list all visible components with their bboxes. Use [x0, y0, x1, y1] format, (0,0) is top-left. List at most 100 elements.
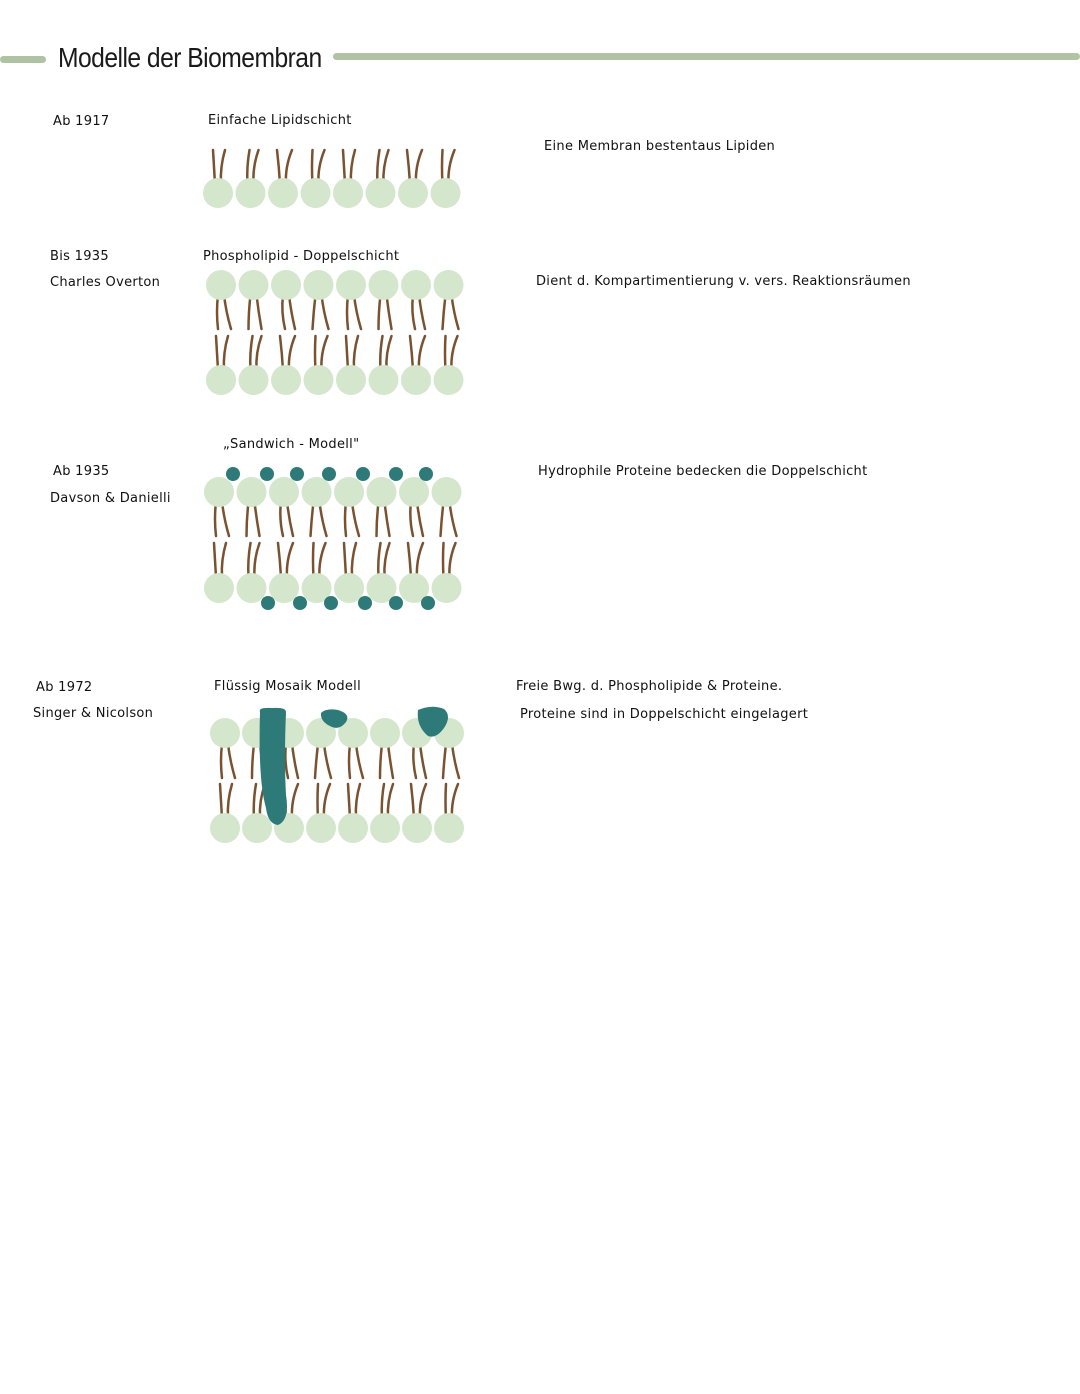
phospholipid-head: [433, 365, 464, 395]
lipid-tail: [311, 541, 315, 579]
title-accent-bar-right: [333, 53, 1080, 60]
lipid-tail: [352, 293, 363, 331]
lipid-tail: [417, 334, 427, 372]
phospholipid-head: [336, 270, 366, 300]
lipid-tail: [212, 541, 218, 579]
lipid-tail: [253, 500, 261, 538]
phospholipid-head: [206, 270, 236, 300]
phospholipid-head: [210, 813, 240, 843]
model-name: „Sandwich - Modell": [223, 437, 360, 452]
lipid-tail: [287, 334, 297, 372]
lipid-tail: [222, 293, 233, 331]
lipid-tail: [441, 742, 448, 780]
lipid-tail: [409, 782, 416, 820]
phospholipid-head: [238, 270, 269, 300]
phospholipid-head: [431, 573, 462, 603]
phospholipid-head: [333, 178, 363, 208]
phospholipid-head: [303, 270, 334, 300]
phospholipid-head: [301, 477, 332, 507]
phospholipid-head: [204, 477, 234, 507]
lipid-tail: [245, 500, 250, 538]
phospholipid-head: [398, 178, 428, 208]
lipid-tail: [220, 500, 231, 538]
phospholipid-head: [210, 718, 240, 748]
phospholipid-head: [430, 178, 461, 208]
lipid-tail: [448, 541, 457, 579]
lipid-tail: [247, 293, 252, 331]
lipid-tail: [255, 293, 263, 331]
lipid-tail: [450, 742, 461, 780]
model-name: Phospholipid - Doppelschicht: [203, 249, 400, 264]
phospholipid-head: [238, 365, 269, 395]
lipid-tail: [285, 500, 295, 538]
peripheral-protein: [419, 467, 433, 481]
peripheral-protein: [324, 596, 338, 610]
phospholipid-head: [366, 477, 397, 507]
phospholipid-head: [334, 573, 364, 603]
phospholipid-head: [242, 813, 272, 843]
lipid-tail: [276, 541, 283, 579]
single-lipid-layer-diagram: [198, 142, 468, 212]
peripheral-protein: [260, 467, 274, 481]
peripheral-protein: [358, 596, 372, 610]
lipid-tail: [284, 742, 290, 780]
model-name: Einfache Lipidschicht: [208, 113, 352, 128]
phospholipid-head: [271, 270, 301, 300]
peripheral-protein: [322, 467, 336, 481]
sandwich-model-diagram: [198, 460, 473, 620]
phospholipid-head: [306, 813, 336, 843]
phospholipid-head: [368, 365, 399, 395]
lipid-tail: [344, 334, 350, 372]
lipid-tail: [354, 742, 365, 780]
lipid-tail: [214, 334, 220, 372]
lipid-tail: [226, 742, 237, 780]
lipid-tail: [320, 293, 330, 331]
lipid-tail: [322, 782, 332, 820]
lipid-tail: [375, 500, 380, 538]
lipid-tail: [417, 293, 427, 331]
phospholipid-head: [402, 813, 432, 843]
lipid-tail: [285, 541, 295, 579]
lipid-tail: [379, 334, 384, 372]
phospholipid-head: [334, 477, 364, 507]
lipid-tail: [415, 500, 425, 538]
lipid-tail: [253, 541, 261, 579]
lipid-tail: [313, 334, 317, 372]
model-name: Flüssig Mosaik Modell: [214, 679, 361, 694]
phospholipid-head: [235, 178, 266, 208]
lipid-tail: [250, 742, 256, 780]
phospholipid-head: [204, 573, 234, 603]
model-authors: Charles Overton: [50, 275, 161, 290]
lipid-tail: [385, 293, 393, 331]
phospholipid-head: [366, 573, 397, 603]
lipid-tail: [290, 782, 300, 820]
model-authors: Davson & Danielli: [50, 491, 171, 506]
lipid-tail: [443, 334, 447, 372]
phospholipid-head: [271, 365, 301, 395]
lipid-tail: [218, 782, 224, 820]
phospholipid-head: [203, 178, 233, 208]
phospholipid-head: [401, 270, 431, 300]
lipid-tail: [450, 334, 459, 372]
lipid-tail: [383, 500, 391, 538]
peripheral-protein: [261, 596, 275, 610]
lipid-tail: [290, 742, 300, 780]
lipid-tail: [281, 293, 287, 331]
lipid-tail: [320, 334, 329, 372]
lipid-tail: [450, 782, 460, 820]
phospholipid-head: [236, 477, 267, 507]
phospholipid-head: [236, 573, 267, 603]
lipid-tail: [318, 541, 327, 579]
peripheral-protein: [293, 596, 307, 610]
lipid-tail: [346, 782, 352, 820]
lipid-tail: [441, 541, 445, 579]
lipid-tail: [309, 500, 315, 538]
model-authors: Singer & Nicolson: [33, 706, 154, 721]
lipid-tail: [386, 742, 395, 780]
lipid-tail: [439, 500, 445, 538]
phospholipid-head: [365, 178, 396, 208]
model-period: Bis 1935: [50, 249, 109, 264]
lipid-tail: [377, 293, 382, 331]
phospholipid-head: [300, 178, 331, 208]
lipid-tail: [249, 334, 254, 372]
